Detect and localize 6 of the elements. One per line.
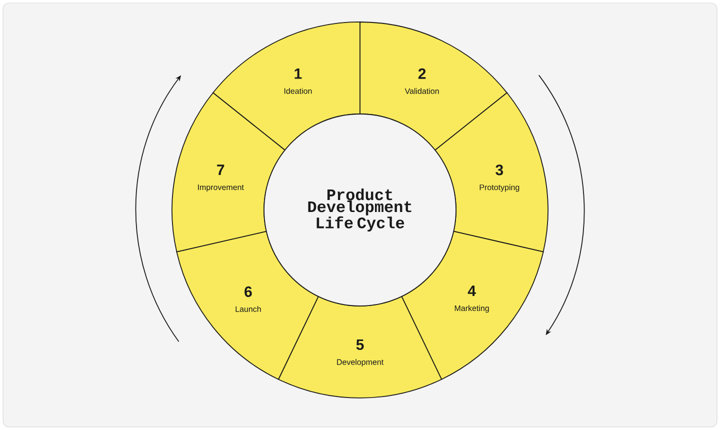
cycle-segment: 6 Launch	[176, 230, 319, 380]
cycle-segment: 4 Marketing	[401, 230, 544, 380]
cycle-segment: 2 Validation	[360, 22, 508, 151]
cycle-segment: 5 Development	[278, 296, 442, 398]
cycle-segment: 7 Improvement	[172, 92, 286, 252]
cycle-segment: 1 Ideation	[212, 22, 360, 151]
